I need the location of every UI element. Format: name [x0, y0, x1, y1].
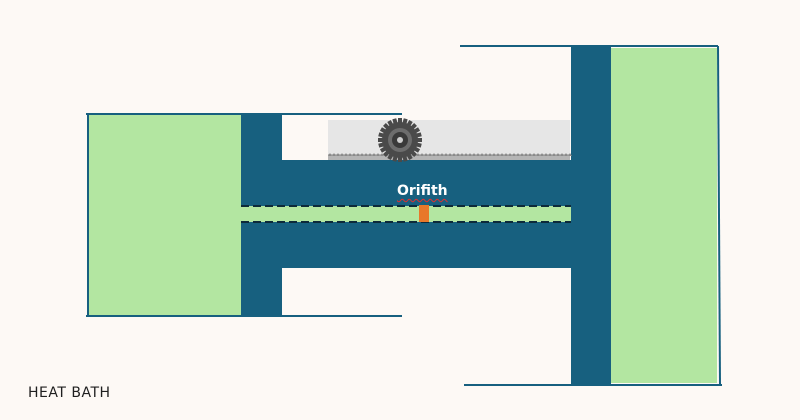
left-reservoir — [89, 115, 241, 315]
right-wall — [571, 47, 611, 385]
channel-top-wall — [241, 160, 611, 206]
gear-icon — [378, 118, 422, 162]
gear-rack-icon — [328, 153, 572, 160]
gear-panel — [328, 120, 570, 160]
channel-bottom-wall — [241, 222, 611, 268]
heat-bath-label: HEAT BATH — [28, 385, 111, 401]
right-reservoir — [611, 48, 717, 383]
orifice-label: Orifith — [397, 183, 448, 199]
orifice-plug-icon — [419, 205, 429, 222]
right-reservoir-right-edge — [717, 45, 721, 386]
